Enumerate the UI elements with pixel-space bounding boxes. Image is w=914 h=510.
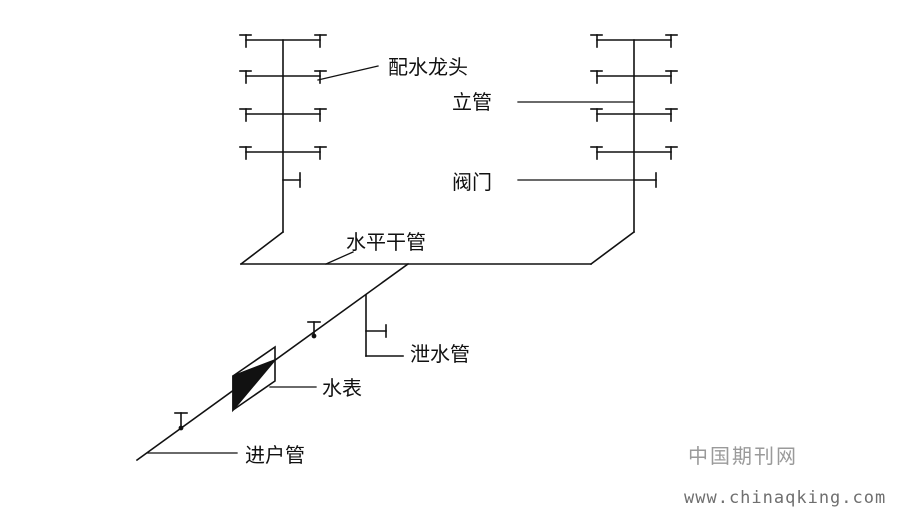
service-valve-lower xyxy=(174,412,188,431)
faucet-label: 配水龙头 xyxy=(388,55,468,79)
service-pipe-label: 进户管 xyxy=(245,443,305,467)
horizontal-main-label: 水平干管 xyxy=(346,230,426,254)
valve-label: 阀门 xyxy=(452,170,492,194)
water-meter-symbol xyxy=(232,345,278,413)
water-meter-label: 水表 xyxy=(322,376,362,400)
riser-label: 立管 xyxy=(452,90,492,114)
right-valve xyxy=(633,172,657,188)
leader-lines xyxy=(147,65,635,454)
horizontal-main-leader xyxy=(325,251,354,265)
watermark-url: www.chinaqking.com xyxy=(684,488,887,508)
drain-pipe-label: 泄水管 xyxy=(410,342,470,366)
drain-pipe xyxy=(365,294,404,357)
faucet-leader xyxy=(317,65,379,81)
left-valve xyxy=(282,172,301,188)
left-riser-bend xyxy=(239,230,285,266)
service-valve-upper xyxy=(307,321,321,339)
watermark-site-name: 中国期刊网 xyxy=(688,444,798,468)
right-riser-bend xyxy=(589,230,636,266)
